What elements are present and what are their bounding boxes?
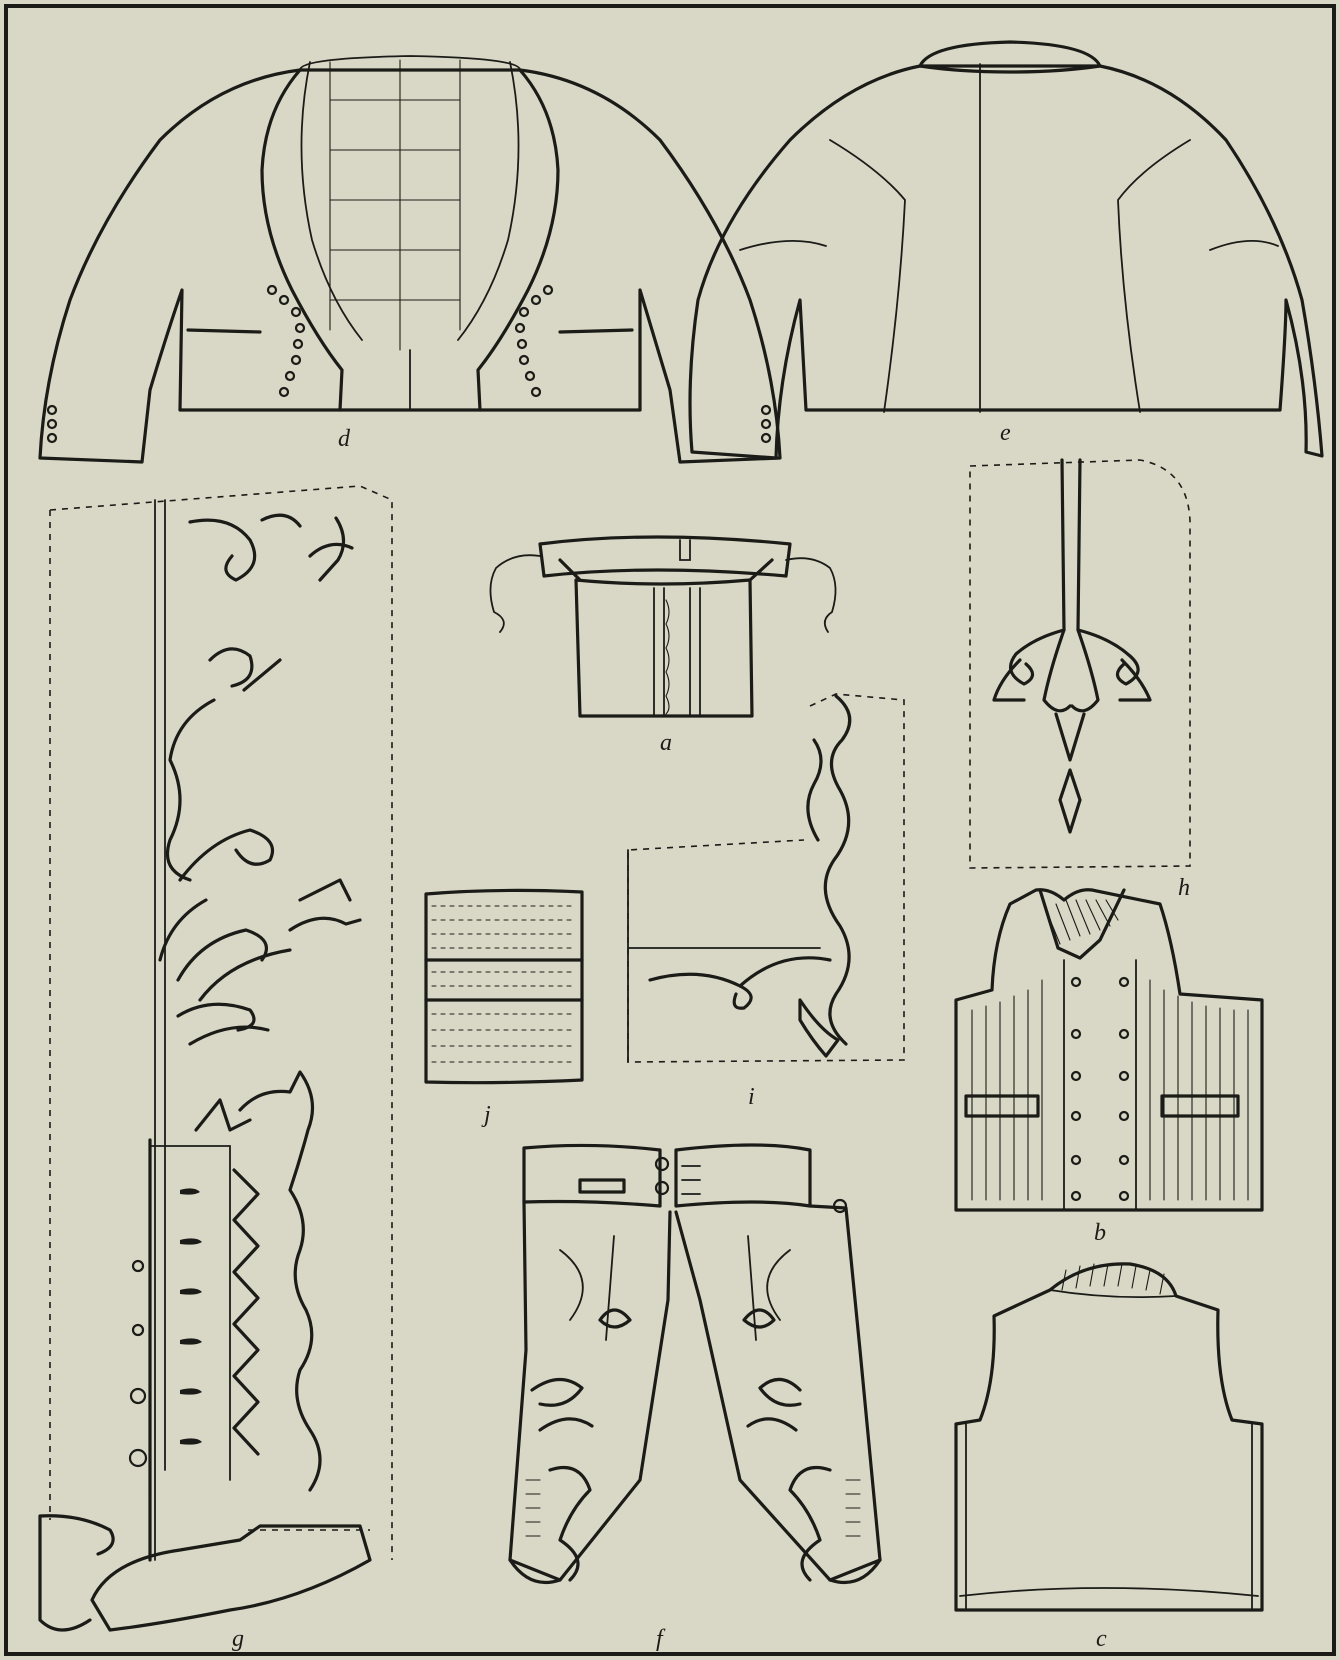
figure-i-corner-embroidery: i [627, 693, 905, 1110]
label-g: g [232, 1626, 244, 1652]
label-a: a [660, 730, 672, 756]
label-c: c [1096, 1626, 1107, 1652]
figure-b-waistcoat-front: b [954, 888, 1264, 1246]
figure-f-embroidered-breeches: f [508, 1143, 882, 1652]
figure-j-fabric-swatch: j [424, 888, 584, 1128]
label-f: f [656, 1626, 666, 1652]
figure-d-jacket-front: d [38, 55, 782, 464]
label-e: e [1000, 420, 1011, 446]
label-j: j [481, 1102, 491, 1128]
label-d: d [338, 426, 351, 452]
figure-a-shirt: a [489, 535, 837, 756]
figure-h-embroidery-detail: h [969, 458, 1191, 901]
plate-frame [4, 4, 1336, 1656]
label-h: h [1178, 875, 1190, 901]
figure-e-jacket-back: e [688, 40, 1324, 460]
label-b: b [1094, 1220, 1106, 1246]
figure-c-waistcoat-back: c [954, 1262, 1264, 1652]
label-i: i [748, 1084, 755, 1110]
figure-g-embroidered-leg: g [38, 485, 393, 1652]
